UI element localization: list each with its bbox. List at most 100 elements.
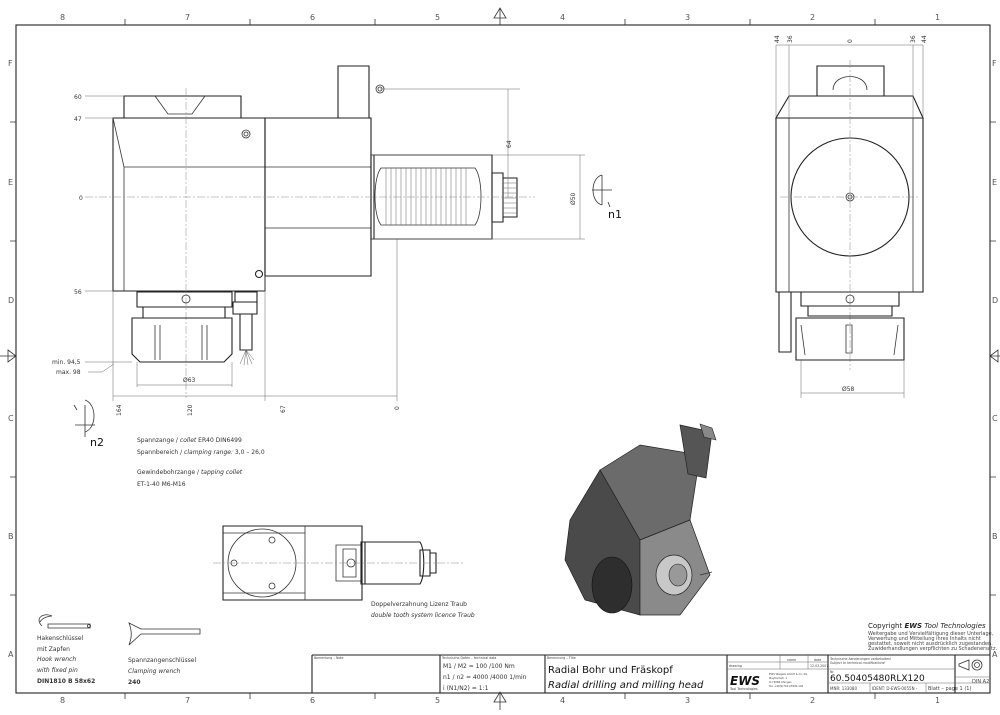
copyright-notice: Copyright EWS Tool Technologies Weiterga… — [868, 622, 997, 652]
hook-en1: Hook wrench — [37, 656, 76, 663]
rotation-n1-label: n1 — [608, 208, 622, 221]
column-label: 4 — [560, 696, 565, 705]
dim-44-right: 44 — [921, 35, 928, 43]
clamp-en: Clamping wrench — [128, 668, 181, 675]
tooth-en: double tooth system licence Traub — [371, 612, 475, 619]
bottom-view — [213, 525, 463, 601]
rotation-n2-label: n2 — [90, 436, 104, 449]
sheet-number: Blatt – page 1 (1) — [928, 686, 971, 692]
svg-text:Gewindebohrzange / tapping col: Gewindebohrzange / tapping collet — [137, 469, 243, 476]
dim-64: 64 — [506, 140, 513, 148]
frame-grid: 8 7 6 5 4 3 2 1 8 7 6 5 4 3 2 1 F E D C … — [0, 7, 1000, 710]
hook-wrench-icon — [38, 614, 91, 629]
collet-notes: Spannzange / collet ER40 DIN6499 Spannbe… — [137, 437, 475, 619]
dim-60: 60 — [74, 94, 82, 101]
svg-text:name: name — [787, 658, 796, 662]
isometric-3d-view — [564, 423, 717, 616]
dim-120: 120 — [187, 404, 194, 416]
dim-max: max. 98 — [56, 369, 81, 376]
column-label: 3 — [685, 696, 690, 705]
dim-0-top: 0 — [847, 39, 854, 43]
svg-text:MNR: 133080: MNR: 133080 — [830, 686, 857, 691]
column-label: 7 — [185, 696, 190, 705]
torque-value: M1 / M2 = 100 /100 Nm — [443, 663, 515, 670]
title-en: Radial drilling and milling head — [548, 680, 704, 691]
svg-text:DIN A2: DIN A2 — [972, 679, 989, 685]
svg-text:Subject to technical modificat: Subject to technical modifications! — [830, 661, 886, 665]
row-label: F — [992, 59, 997, 68]
column-label: 4 — [560, 13, 565, 22]
hook-spec: DIN1810 B 58x62 — [37, 678, 95, 685]
dim-d63: Ø63 — [183, 377, 196, 384]
front-view: 60 47 0 56 min. 94,5 max. 98 164 120 67 … — [52, 65, 585, 416]
row-label: D — [8, 296, 14, 305]
column-label: 5 — [435, 696, 440, 705]
title-label: Benennung – Title — [547, 656, 576, 660]
collet-de: Spannzange / — [137, 437, 179, 444]
svg-text:12.03.2007: 12.03.2007 — [810, 664, 828, 668]
dim-44-left: 44 — [774, 35, 781, 43]
svg-text:drawing: drawing — [729, 664, 742, 668]
hook-de2: mit Zapfen — [37, 646, 70, 653]
svg-text:Spannzange / collet ER40 D: Spannzange / collet ER40 DIN6499 — [137, 437, 242, 444]
drawing-frame — [15, 24, 991, 694]
dim-min: min. 94,5 — [52, 359, 81, 366]
svg-text:EWS Weigele GmbH & Co. KG: EWS Weigele GmbH & Co. KG — [769, 672, 807, 676]
dim-36-right: 36 — [910, 35, 917, 43]
collet-spec: ER40 DIN6499 — [198, 437, 242, 444]
dim-36-left: 36 — [787, 35, 794, 43]
svg-text:Tel. +49(0)7161/3930-100: Tel. +49(0)7161/3930-100 — [769, 684, 804, 688]
dim-0: 0 — [79, 195, 83, 202]
dim-67: 67 — [280, 405, 287, 413]
tooth-de: Doppelverzahnung Lizenz Traub — [371, 601, 467, 608]
row-label: C — [8, 414, 14, 423]
row-label: E — [8, 178, 13, 187]
column-label: 6 — [310, 13, 315, 22]
svg-text:D-73066 Uhingen: D-73066 Uhingen — [769, 680, 792, 684]
rotation-n2-icon: n2 — [73, 399, 104, 449]
svg-text:Spannbereich / clamping range:: Spannbereich / clamping range: 3,0 – 26,… — [137, 449, 265, 456]
svg-text:date: date — [814, 658, 821, 662]
ratio-value: i (N1/N2) = 1:1 — [443, 685, 489, 692]
tech-label: Technische Daten – technical data — [441, 656, 496, 660]
column-label: 6 — [310, 696, 315, 705]
column-label: 7 — [185, 13, 190, 22]
part-number: 60.50405480RLX120 — [830, 674, 925, 684]
svg-text:Nr.: Nr. — [830, 670, 834, 674]
tapping-de: Gewindebohrzange / — [137, 469, 200, 476]
dim-d58: Ø58 — [842, 386, 855, 393]
title-block: Bemerkung – Note Technische Daten – tech… — [311, 654, 990, 693]
note-label: Bemerkung – Note — [314, 656, 344, 660]
range-de: Spannbereich / — [137, 449, 183, 456]
svg-text:Tool Technologies: Tool Technologies — [729, 687, 758, 691]
title-de: Radial Bohr und Fräskopf — [548, 665, 673, 676]
side-view: 44 36 0 36 44 Ø58 — [774, 35, 928, 398]
column-label: 1 — [935, 696, 940, 705]
clamp-spec: 240 — [128, 679, 141, 686]
range-en: clamping range: — [184, 449, 233, 456]
row-label: B — [8, 532, 14, 541]
row-label: A — [8, 650, 14, 659]
row-label: D — [992, 296, 998, 305]
column-label: 5 — [435, 13, 440, 22]
hook-en2: with fixed pin — [37, 667, 78, 674]
clamp-de: Spannzangenschlüssel — [128, 657, 196, 664]
projection-symbol-icon — [958, 659, 983, 671]
column-label: 3 — [685, 13, 690, 22]
row-label: A — [992, 650, 998, 659]
tapping-spec: ET-1-40 M6-M16 — [137, 481, 186, 488]
svg-text:Verwertung und Mitteilung ihre: Verwertung und Mitteilung ihres Inhalts … — [868, 636, 981, 642]
dim-0-bottom: 0 — [394, 406, 401, 410]
row-label: F — [8, 59, 13, 68]
row-label: B — [992, 532, 998, 541]
svg-text:Weitergabe und Vervielfältigun: Weitergabe und Vervielfältigung dieser U… — [868, 631, 994, 637]
svg-text:Copyright EWS Tool Technologie: Copyright EWS Tool Technologies — [868, 622, 986, 630]
tapping-en: tapping collet — [201, 469, 243, 476]
range-val: 3,0 – 26,0 — [235, 449, 265, 456]
column-label: 8 — [60, 696, 65, 705]
speed-value: n1 / n2 = 4000 /4000 1/min — [443, 674, 527, 681]
centering-mark-icon — [0, 7, 1000, 710]
hook-de1: Hakenschlüssel — [37, 635, 84, 642]
dim-47: 47 — [74, 116, 82, 123]
